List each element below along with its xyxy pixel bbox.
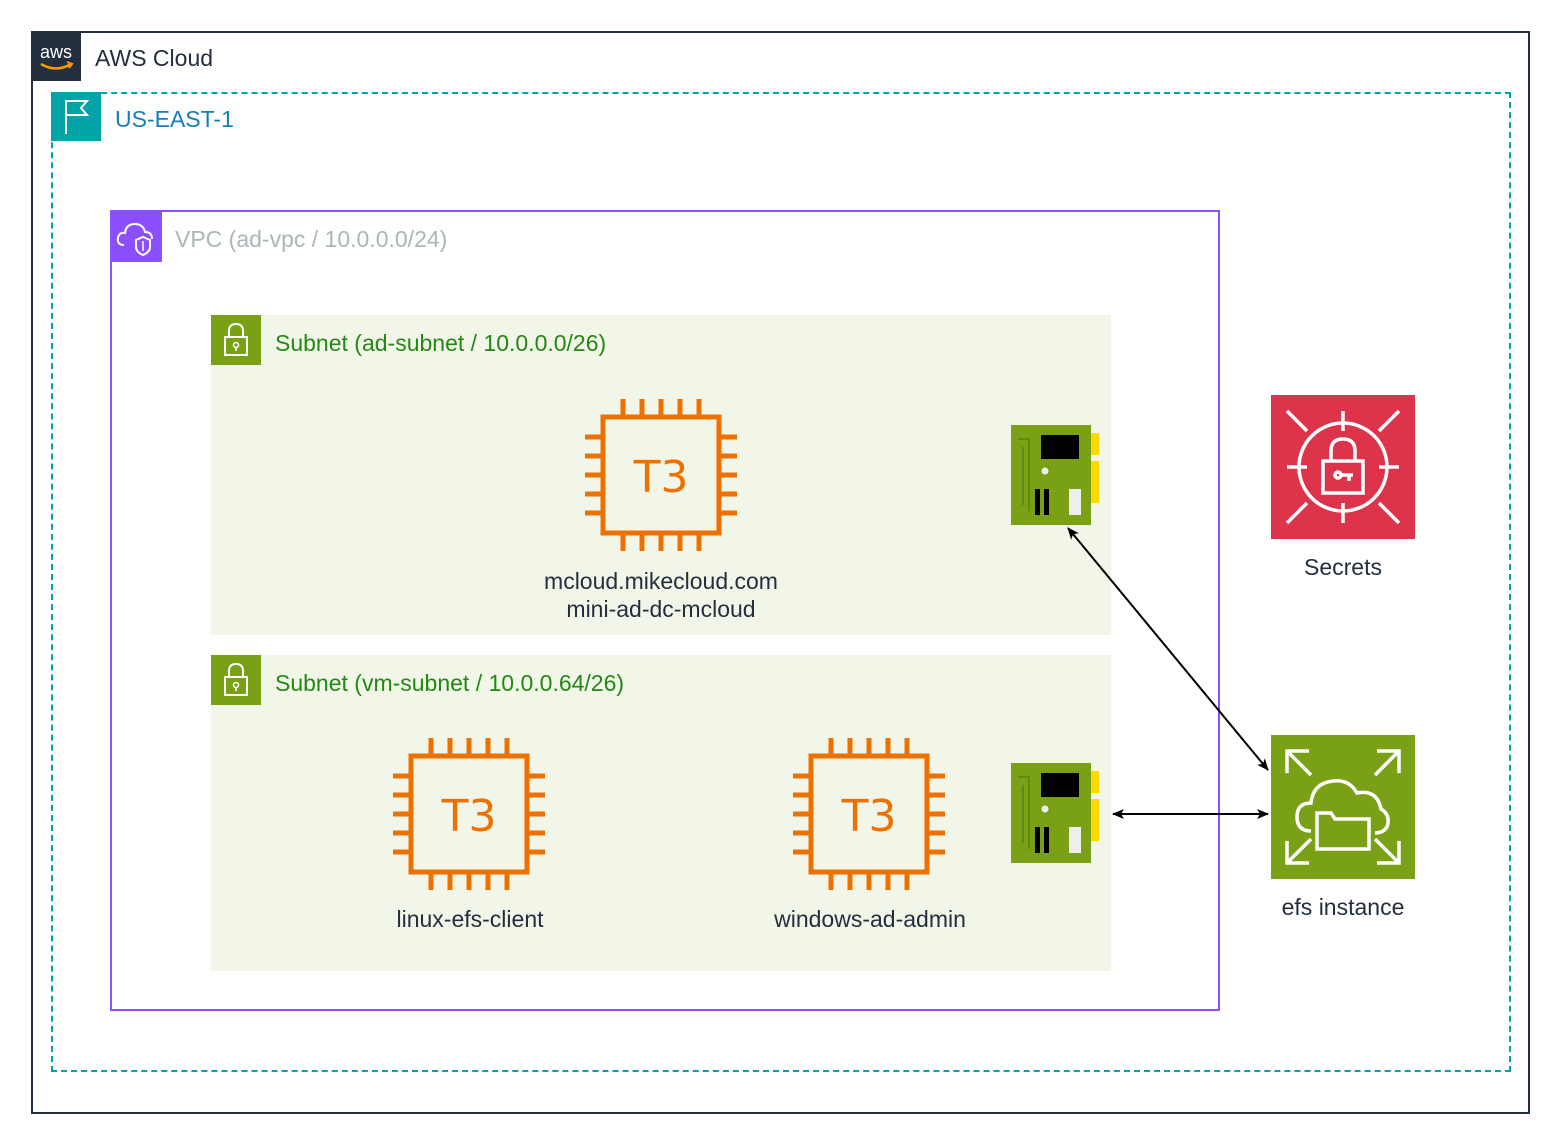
vpc-cloud-icon [110, 210, 162, 262]
efs-label: efs instance [1281, 894, 1405, 920]
secrets-manager-icon [1271, 395, 1415, 539]
aws-logo-text: aws [40, 42, 72, 62]
network-interface-icon [1011, 763, 1101, 863]
ad-subnet-label: Subnet (ad-subnet / 10.0.0.0/26) [275, 330, 607, 356]
aws-logo-icon: aws [31, 31, 81, 81]
ad-dc-instance-label: mcloud.mikecloud.com mini-ad-dc-mcloud [511, 567, 811, 623]
network-interface-icon [1011, 425, 1101, 525]
lock-icon [211, 315, 261, 365]
ad-subnet-group [211, 315, 1111, 635]
region-label: US-EAST-1 [115, 106, 234, 132]
vm-subnet-label: Subnet (vm-subnet / 10.0.0.64/26) [275, 670, 625, 696]
windows-admin-label: windows-ad-admin [774, 906, 966, 932]
vpc-label: VPC (ad-vpc / 10.0.0.0/24) [175, 226, 448, 252]
instance-type-label: T3 [441, 791, 497, 842]
aws-cloud-label: AWS Cloud [95, 45, 214, 71]
efs-icon [1271, 735, 1415, 879]
secrets-label: Secrets [1304, 554, 1382, 580]
region-group [51, 92, 1511, 1072]
lock-icon [211, 655, 261, 705]
aws-cloud-group [31, 31, 1530, 1114]
ec2-t3-icon: T3 [791, 736, 947, 892]
instance-type-label: T3 [841, 791, 897, 842]
ec2-t3-icon: T3 [391, 736, 547, 892]
vm-subnet-group [211, 655, 1111, 971]
region-flag-icon [51, 92, 101, 141]
ec2-t3-icon: T3 [583, 397, 739, 553]
linux-client-label: linux-efs-client [396, 906, 544, 932]
ad-dc-domain-name: mcloud.mikecloud.com [544, 568, 778, 594]
instance-type-label: T3 [633, 452, 689, 503]
ad-dc-instance-name: mini-ad-dc-mcloud [566, 596, 756, 622]
